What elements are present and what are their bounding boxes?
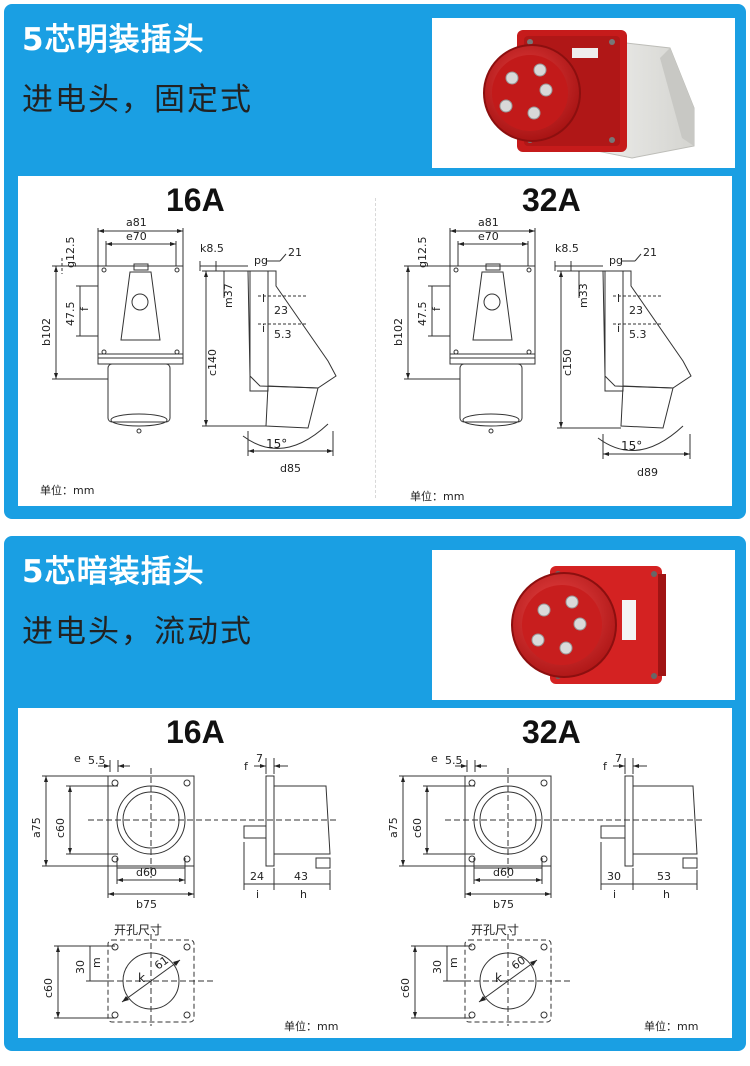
- dimension-label: l: [617, 292, 620, 305]
- dimension-label: 30: [74, 960, 87, 974]
- unit-label-right: 单位：mm: [644, 1020, 699, 1033]
- dimension-label: 15°: [266, 437, 287, 451]
- dimension-label: m33: [577, 283, 590, 308]
- dimension-label: e70: [126, 230, 147, 243]
- dimension-label: d60: [136, 866, 157, 879]
- dimension-label: c60: [411, 818, 424, 838]
- dimension-label: 开孔尺寸: [114, 923, 162, 937]
- dimension-label: e70: [478, 230, 499, 243]
- dimension-label: h: [300, 888, 307, 901]
- dimension-label: f: [430, 306, 443, 311]
- dimension-panel: 16A 32A: [18, 176, 732, 506]
- drawing-16a: a81 e70 g12.5 47.5 f b102 k8.5 pg 21 m37…: [40, 216, 337, 475]
- dimension-label: e: [74, 752, 81, 765]
- dimension-label: 23: [629, 304, 643, 317]
- dimension-label: d89: [637, 466, 658, 479]
- unit-label-left: 单位：mm: [284, 1020, 339, 1033]
- dimension-label: d85: [280, 462, 301, 475]
- drawing-16a: e 5.5 a75 c60 d60 b75 f 7 24 i 43 h 开孔尺寸…: [30, 752, 338, 1026]
- dimension-label: 5.3: [274, 328, 292, 341]
- column-divider: [375, 198, 376, 498]
- dimension-label: 21: [288, 246, 302, 259]
- dimension-label: c140: [206, 349, 219, 376]
- dimension-label: a75: [387, 817, 400, 838]
- dimension-label: 43: [294, 870, 308, 883]
- product-photo-surface-plug: [432, 18, 735, 168]
- unit-label-left: 单位：mm: [40, 484, 95, 497]
- dimension-label: k8.5: [555, 242, 579, 255]
- section-title: 5芯明装插头: [22, 22, 205, 58]
- dimension-label: g12.5: [416, 237, 429, 268]
- product-photo-panel-plug: [432, 550, 735, 700]
- dimension-label: b102: [40, 318, 53, 346]
- dimension-label: 5.3: [629, 328, 647, 341]
- dimension-label: i: [613, 888, 616, 901]
- section-subtitle: 进电头，固定式: [22, 82, 253, 118]
- dimension-label: b75: [136, 898, 157, 911]
- dimension-label: 47.5: [416, 302, 429, 327]
- dimension-label: a81: [478, 216, 499, 229]
- dimension-label: h: [663, 888, 670, 901]
- rating-16a: 16A: [166, 714, 225, 750]
- dimension-label: c150: [561, 349, 574, 376]
- dimension-label: c60: [54, 818, 67, 838]
- unit-label-right: 单位：mm: [410, 490, 465, 503]
- dimension-label: c60: [399, 978, 412, 998]
- dimension-label: i: [256, 888, 259, 901]
- dimension-label: f: [244, 760, 249, 773]
- dimension-label: a81: [126, 216, 147, 229]
- dimension-label: 30: [431, 960, 444, 974]
- rating-32a: 32A: [522, 182, 581, 218]
- section-title: 5芯暗装插头: [22, 554, 205, 590]
- dimension-label: pg: [609, 254, 623, 267]
- dimension-label: pg: [254, 254, 268, 267]
- dimension-label: l: [262, 292, 265, 305]
- dimension-label: f: [603, 760, 608, 773]
- dimension-label: 30: [607, 870, 621, 883]
- dimension-label: 61: [152, 954, 171, 973]
- dimension-label: i: [262, 322, 265, 335]
- dimension-label: c60: [42, 978, 55, 998]
- drawing-32a: e 5.5 a75 c60 d60 b75 f 7 30 i 53 h 开孔尺寸…: [387, 752, 705, 1026]
- dimension-label: f: [78, 306, 91, 311]
- surface-plug-section: 5芯明装插头 进电头，固定式: [4, 4, 746, 519]
- section-subtitle: 进电头，流动式: [22, 614, 253, 650]
- dimension-label: 5.5: [445, 754, 463, 767]
- rating-32a: 32A: [522, 714, 581, 750]
- dimension-label: k: [495, 971, 502, 985]
- dimension-label: 开孔尺寸: [471, 923, 519, 937]
- dimension-label: b75: [493, 898, 514, 911]
- dimension-label: a75: [30, 817, 43, 838]
- dimension-label: d60: [493, 866, 514, 879]
- dimension-label: 15°: [621, 439, 642, 453]
- dimension-label: 47.5: [64, 302, 77, 327]
- dimension-panel: 16A 32A: [18, 708, 732, 1038]
- dimension-label: m: [90, 957, 103, 968]
- dimension-label: i: [617, 322, 620, 335]
- dimension-label: e: [431, 752, 438, 765]
- dimension-label: 24: [250, 870, 264, 883]
- dimension-label: m37: [222, 283, 235, 308]
- panel-plug-section: 5芯暗装插头 进电头，流动式 16A 32A: [4, 536, 746, 1051]
- dimension-label: 21: [643, 246, 657, 259]
- dimension-label: k8.5: [200, 242, 224, 255]
- dimension-label: b102: [392, 318, 405, 346]
- dimension-label: g12.5: [64, 237, 77, 268]
- dimension-label: 5.5: [88, 754, 106, 767]
- rating-16a: 16A: [166, 182, 225, 218]
- dimension-label: 23: [274, 304, 288, 317]
- dimension-label: m: [447, 957, 460, 968]
- dimension-label: 53: [657, 870, 671, 883]
- dimension-label: k: [138, 971, 145, 985]
- dimension-label: 7: [256, 752, 263, 765]
- drawing-32a: a81 e70 g12.5 47.5 f b102 k8.5 pg 21 m33…: [392, 216, 692, 479]
- dimension-label: 60: [509, 954, 528, 973]
- dimension-label: 7: [615, 752, 622, 765]
